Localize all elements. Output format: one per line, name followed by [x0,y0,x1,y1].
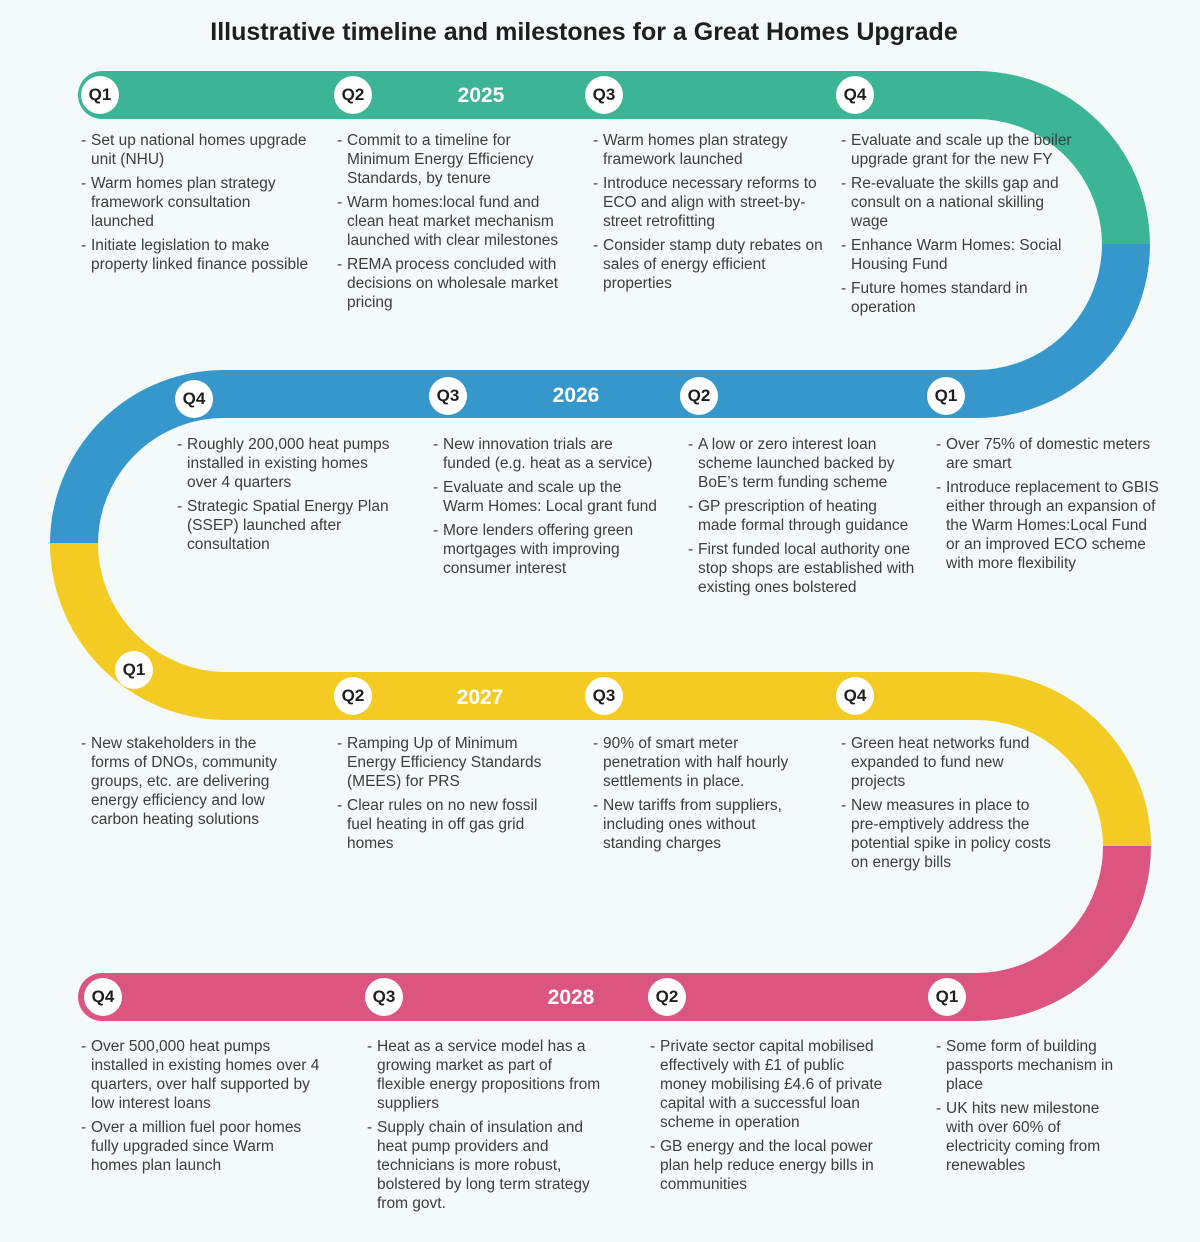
milestone-item: Strategic Spatial Energy Plan (SSEP) lau… [177,497,397,554]
milestone-item: First funded local authority one stop sh… [688,540,916,597]
milestone-item: Warm homes:local fund and clean heat mar… [337,193,571,250]
quarter-marker: Q2 [680,377,718,415]
milestone-list: Evaluate and scale up the boiler upgrade… [841,131,1075,322]
milestone-item: Ramping Up of Minimum Energy Efficiency … [337,734,557,791]
road-curve-2025 [975,71,1150,246]
milestone-item: 90% of smart meter penetration with half… [593,734,813,791]
milestone-item: Evaluate and scale up the boiler upgrade… [841,131,1075,169]
milestone-list: Over 75% of domestic meters are smartInt… [936,435,1164,578]
milestone-list: Ramping Up of Minimum Energy Efficiency … [337,734,557,858]
milestone-list: Warm homes plan strategy framework launc… [593,131,827,298]
milestone-item: Clear rules on no new fossil fuel heatin… [337,796,557,853]
milestone-item: Some form of building passports mechanis… [936,1037,1116,1094]
quarter-marker: Q3 [365,978,403,1016]
page-title: Illustrative timeline and milestones for… [210,18,958,46]
milestone-item: New tariffs from suppliers, including on… [593,796,813,853]
quarter-marker: Q3 [585,677,623,715]
quarter-marker: Q4 [836,677,874,715]
milestone-list: Set up national homes upgrade unit (NHU)… [81,131,315,279]
milestone-item: Re-evaluate the skills gap and consult o… [841,174,1075,231]
milestone-list: Some form of building passports mechanis… [936,1037,1116,1180]
milestone-item: Heat as a service model has a growing ma… [367,1037,603,1113]
road-curve-2028 [975,845,1151,1021]
milestone-item: Warm homes plan strategy framework launc… [593,131,827,169]
road-curve-2026-right [975,243,1150,418]
milestone-item: Roughly 200,000 heat pumps installed in … [177,435,397,492]
milestone-item: GB energy and the local power plan help … [650,1137,886,1194]
milestone-item: Supply chain of insulation and heat pump… [367,1118,603,1213]
road-curve-2027-right [975,672,1151,848]
milestone-list: Roughly 200,000 heat pumps installed in … [177,435,397,559]
quarter-marker: Q3 [429,377,467,415]
milestone-item: Set up national homes upgrade unit (NHU) [81,131,315,169]
milestone-item: Consider stamp duty rebates on sales of … [593,236,827,293]
quarter-marker: Q4 [84,978,122,1016]
milestone-item: Evaluate and scale up the Warm Homes: Lo… [433,478,661,516]
year-label-2026: 2026 [552,384,600,407]
milestone-item: Enhance Warm Homes: Social Housing Fund [841,236,1075,274]
milestone-item: More lenders offering green mortgages wi… [433,521,661,578]
milestone-item: Over 500,000 heat pumps installed in exi… [81,1037,321,1113]
milestone-list: Green heat networks fund expanded to fun… [841,734,1061,877]
road-curve-2027-left [50,542,228,720]
milestone-list: A low or zero interest loan scheme launc… [688,435,916,602]
milestone-item: Initiate legislation to make property li… [81,236,315,274]
milestone-item: Over 75% of domestic meters are smart [936,435,1164,473]
quarter-marker: Q2 [334,76,372,114]
milestone-item: UK hits new milestone with over 60% of e… [936,1099,1116,1175]
milestone-list: Heat as a service model has a growing ma… [367,1037,603,1218]
quarter-marker: Q1 [928,978,966,1016]
milestone-item: Over a million fuel poor homes fully upg… [81,1118,321,1175]
quarter-marker: Q4 [836,76,874,114]
milestone-list: 90% of smart meter penetration with half… [593,734,813,858]
year-label-2028: 2028 [547,986,595,1009]
quarter-marker: Q1 [81,76,119,114]
milestone-item: Introduce necessary reforms to ECO and a… [593,174,827,231]
milestone-list: New innovation trials are funded (e.g. h… [433,435,661,583]
milestone-item: New innovation trials are funded (e.g. h… [433,435,661,473]
milestone-item: Introduce replacement to GBIS either thr… [936,478,1164,573]
milestone-item: REMA process concluded with decisions on… [337,255,571,312]
milestone-list: Commit to a timeline for Minimum Energy … [337,131,571,317]
quarter-marker: Q4 [175,380,213,418]
year-label-2025: 2025 [457,84,505,107]
quarter-marker: Q2 [334,677,372,715]
quarter-marker: Q1 [927,377,965,415]
quarter-marker: Q1 [115,651,153,689]
year-label-2027: 2027 [456,686,504,709]
milestone-item: New measures in place to pre-emptively a… [841,796,1061,872]
milestone-item: New stakeholders in the forms of DNOs, c… [81,734,281,829]
quarter-marker: Q2 [648,978,686,1016]
milestone-item: GP prescription of heating made formal t… [688,497,916,535]
milestone-list: Over 500,000 heat pumps installed in exi… [81,1037,321,1180]
milestone-item: A low or zero interest loan scheme launc… [688,435,916,492]
milestone-item: Future homes standard in operation [841,279,1075,317]
milestone-item: Private sector capital mobilised effecti… [650,1037,886,1132]
milestone-item: Green heat networks fund expanded to fun… [841,734,1061,791]
milestone-item: Warm homes plan strategy framework consu… [81,174,315,231]
quarter-marker: Q3 [585,76,623,114]
milestone-item: Commit to a timeline for Minimum Energy … [337,131,571,188]
milestone-list: Private sector capital mobilised effecti… [650,1037,886,1199]
milestone-list: New stakeholders in the forms of DNOs, c… [81,734,281,834]
